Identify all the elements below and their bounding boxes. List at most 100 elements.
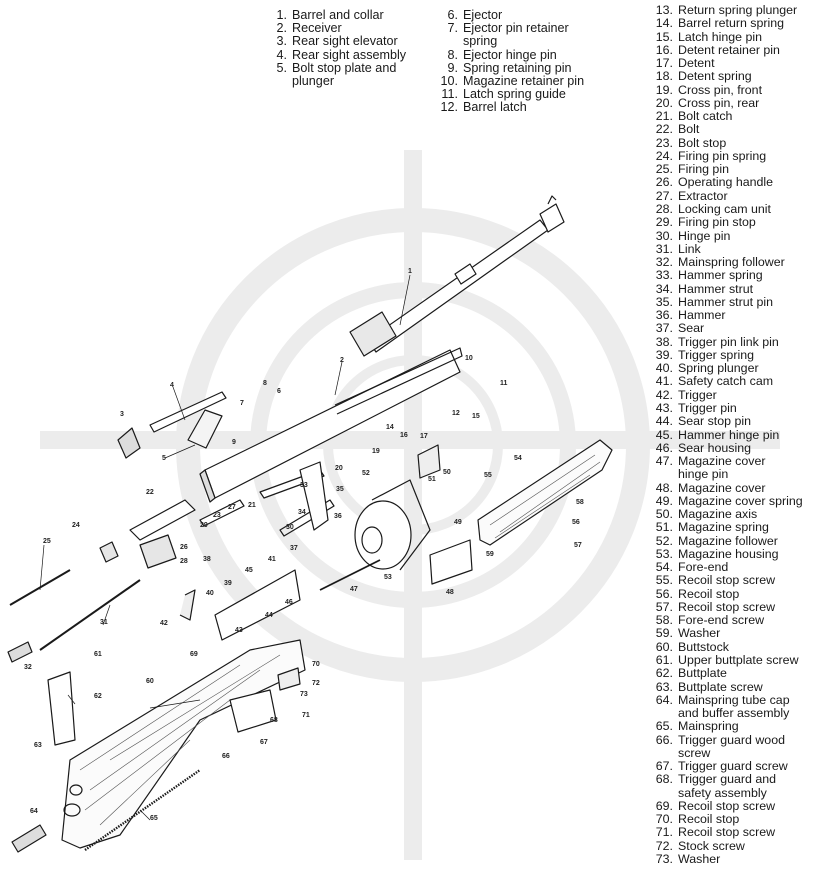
legend-item-number: 19. (655, 82, 673, 97)
legend-item-number: 32. (655, 255, 673, 270)
legend-item: 51.Magazine spring (653, 521, 803, 535)
legend-item-label: Fore-end screw (678, 613, 765, 628)
legend-item: 8.Ejector hinge pin (436, 47, 584, 62)
svg-text:71: 71 (302, 712, 310, 719)
legend-item-number: 59. (655, 626, 673, 641)
legend-item-number: 16. (655, 42, 673, 57)
legend-item-number: 61. (655, 653, 673, 668)
legend-item: 18.Detent spring (653, 70, 803, 84)
svg-text:38: 38 (203, 556, 211, 563)
legend-item-label: Mainspring (678, 719, 739, 734)
svg-text:2: 2 (340, 357, 344, 364)
svg-text:32: 32 (24, 664, 32, 671)
svg-text:72: 72 (312, 680, 320, 687)
svg-text:7: 7 (240, 400, 244, 407)
legend-item-number: 31. (655, 241, 673, 256)
legend-item-label: Recoil stop (678, 812, 740, 827)
legend-item-number: 10. (440, 74, 458, 89)
svg-text:17: 17 (420, 433, 428, 440)
legend-item-number: 5. (276, 60, 287, 75)
part-trigger-housing (179, 461, 329, 641)
legend-item-number: 26. (655, 175, 673, 190)
svg-text:60: 60 (146, 678, 154, 685)
legend-item-label: Recoil stop screw (678, 599, 776, 614)
legend-item-number: 44. (655, 414, 673, 429)
legend-item-label: Sear stop pin (678, 414, 752, 429)
svg-text:19: 19 (372, 448, 380, 455)
legend-item-label: Recoil stop screw (678, 825, 776, 840)
legend-item: 27.Extractor (653, 189, 803, 203)
svg-text:65: 65 (150, 815, 158, 822)
legend-item-number: 55. (655, 573, 673, 588)
svg-text:58: 58 (576, 499, 584, 506)
svg-text:69: 69 (190, 651, 198, 658)
legend-item-label: Magazine axis (678, 507, 758, 522)
legend-item-number: 4. (276, 47, 287, 62)
legend-item: 50.Magazine axis (653, 507, 803, 522)
svg-text:66: 66 (222, 753, 230, 760)
svg-text:45: 45 (245, 567, 253, 574)
part-fore-end (477, 439, 613, 546)
legend-item-label: Latch hinge pin (678, 29, 763, 44)
legend-item-label: Spring plunger (678, 361, 759, 376)
svg-text:33: 33 (300, 482, 308, 489)
legend-item-number: 69. (655, 798, 673, 813)
legend-item-number: 62. (655, 666, 673, 681)
legend-item-label: Firing pin stop (678, 215, 756, 230)
legend-item: 1.Barrel and collar (265, 8, 406, 22)
legend-item: 60.Buttstock (653, 639, 803, 654)
legend-item-label: Receiver (292, 21, 342, 36)
svg-text:6: 6 (277, 388, 281, 395)
svg-text:40: 40 (206, 590, 214, 597)
legend-item: 34.Hammer strut (653, 282, 803, 296)
svg-text:35: 35 (336, 486, 344, 493)
part-rear-sight (117, 391, 227, 459)
legend-item-number: 54. (655, 560, 673, 575)
legend-item: 61.Upper buttplate screw (653, 653, 803, 668)
legend-item-label: Operating handle (678, 175, 774, 190)
legend-item: 2.Receiver (265, 22, 406, 35)
legend-item-label: Buttstock (678, 639, 729, 654)
legend-item: 44. Sear stop pin (653, 414, 803, 429)
legend-item-label: Firing pin (678, 162, 729, 177)
legend-item-label: Magazine retainer pin (463, 74, 585, 89)
legend-item: 4.Rear sight assembly (265, 47, 406, 62)
legend-item-number: 72. (655, 838, 673, 853)
legend-item-number: 21. (655, 109, 673, 124)
legend-item-label: Recoil stop (678, 586, 740, 601)
legend-item-number: 1. (276, 8, 287, 22)
legend-item-label: Detent retainer pin (678, 42, 780, 57)
legend-item: 5.Bolt stop plate and plunger (265, 60, 406, 88)
legend-item: 66.Trigger guard wood screw (653, 732, 803, 761)
legend-item: 9.Spring retaining pin (436, 61, 584, 75)
legend-item-number: 35. (655, 294, 673, 309)
legend-item: 68.Trigger guard and safety assembly (653, 773, 803, 800)
legend-item-label: Ejector hinge pin (463, 47, 557, 62)
legend-item-label: Hammer hinge pin (678, 427, 780, 442)
part-trigger-guard (229, 667, 301, 733)
legend-item: 25.Firing pin (653, 162, 803, 177)
legend-item-label: Hammer spring (678, 268, 763, 283)
legend-item: 62.Buttplate (653, 666, 803, 681)
svg-text:31: 31 (100, 619, 108, 626)
svg-text:59: 59 (486, 551, 494, 558)
legend-item: 23.Bolt stop (653, 136, 803, 150)
legend-item-number: 12. (440, 100, 458, 115)
legend-item: 10. Magazine retainer pin (436, 74, 585, 89)
legend-item: 35.Hammer strut pin (653, 294, 803, 309)
legend-item-label: Barrel latch (463, 100, 527, 115)
svg-text:15: 15 (472, 413, 480, 420)
legend-item-label: Ejector pin retainer spring (463, 21, 569, 49)
legend-item: 64.Mainspring tube cap and buffer assemb… (653, 693, 803, 721)
legend-item-label: Sear (678, 321, 705, 336)
legend-item: 16. Detent retainer pin (653, 42, 803, 57)
part-tube-cap (11, 824, 47, 853)
legend-item-number: 47. (655, 454, 673, 469)
legend-item-label: Magazine cover spring (678, 493, 803, 508)
legend-item: 72.Stock screw (653, 838, 803, 853)
legend-item-number: 53. (655, 546, 673, 561)
part-mainspring (84, 769, 201, 851)
legend-item-label: Trigger guard wood screw (678, 732, 785, 760)
legend-item-label: Latch spring guide (463, 87, 566, 102)
